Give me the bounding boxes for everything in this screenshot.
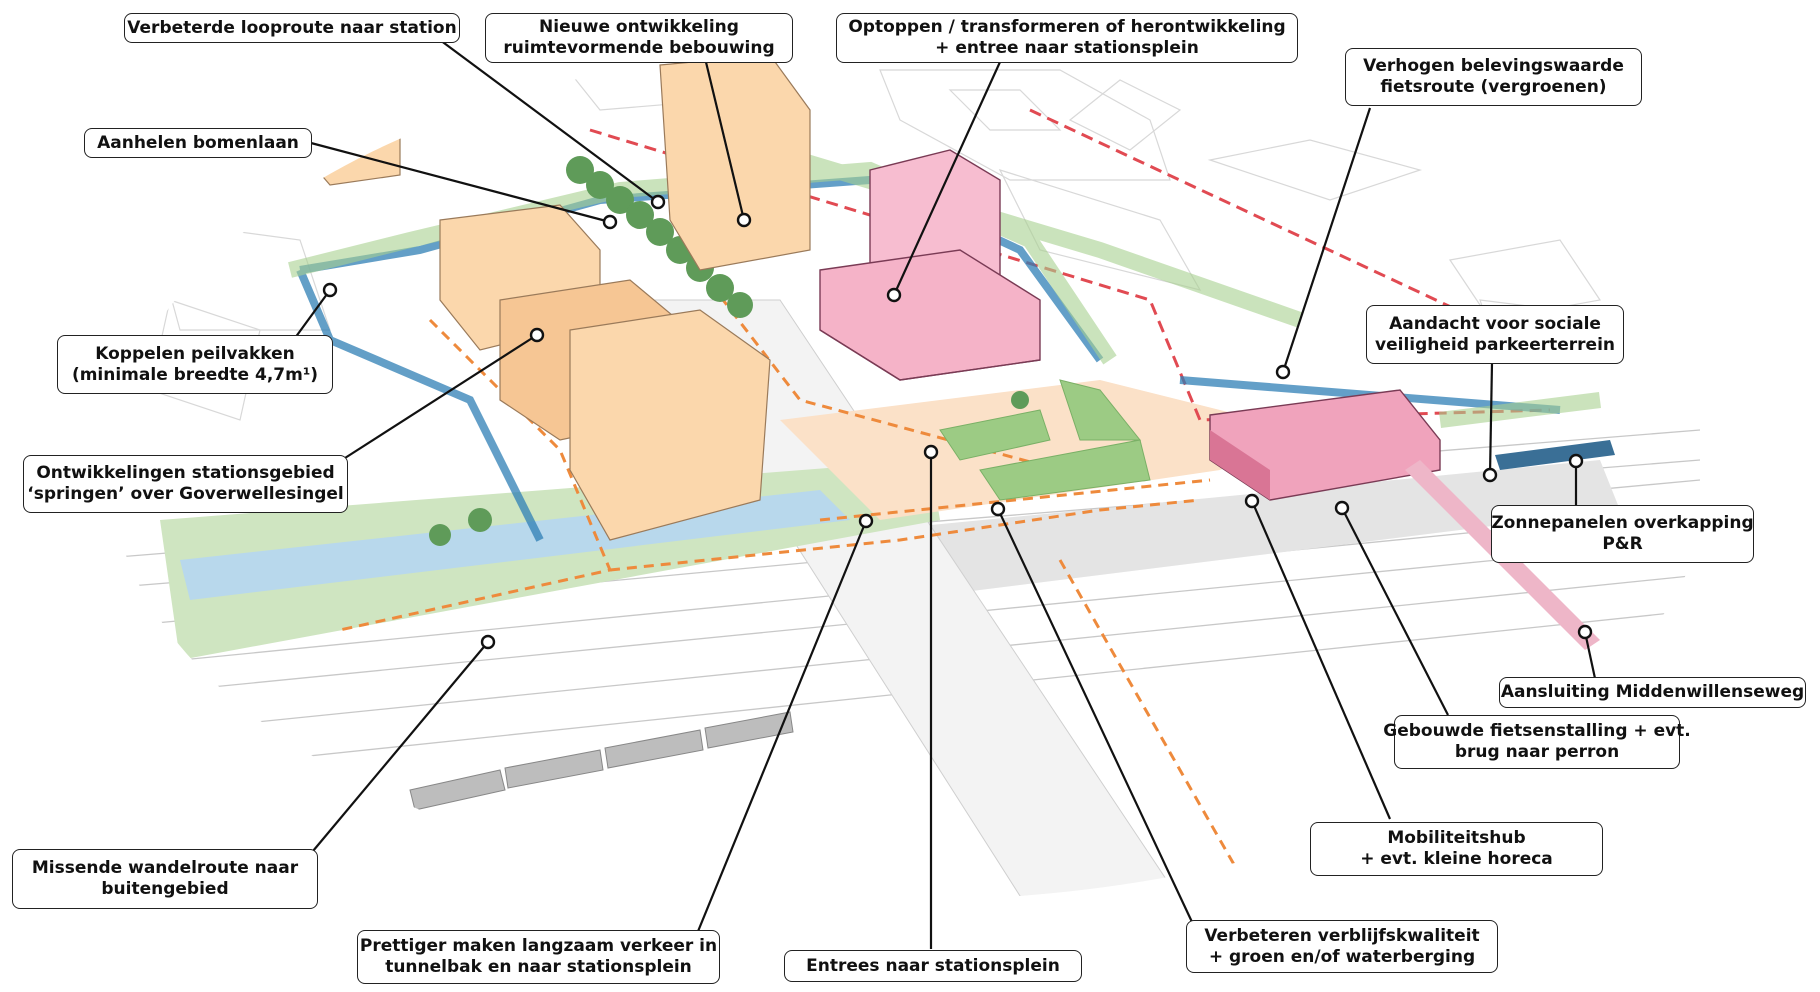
callout-line: ‘springen’ over Goverwellesingel bbox=[27, 484, 344, 504]
callout-line: ruimtevormende bebouwing bbox=[503, 38, 775, 58]
train bbox=[409, 711, 794, 811]
callout-line: Mobiliteitshub bbox=[1387, 828, 1526, 848]
callout-line: Aandacht voor sociale bbox=[1389, 313, 1601, 334]
callout-points bbox=[322, 194, 1593, 650]
callout-line: + entree naar stationsplein bbox=[935, 38, 1199, 58]
callout-entrees-stationsplein: Entrees naar stationsplein bbox=[784, 950, 1082, 982]
callout-line: Aanhelen bomenlaan bbox=[97, 132, 299, 153]
callout-line: + groen en/of waterberging bbox=[1208, 946, 1476, 967]
callout-aansluiting-middenwillenseweg: Aansluiting Middenwillenseweg bbox=[1499, 677, 1806, 708]
callout-line: Optoppen / transformeren of herontwikkel… bbox=[848, 17, 1286, 37]
callout-line: Zonnepanelen overkapping bbox=[1491, 513, 1754, 533]
callout-line: veiligheid parkeerterrein bbox=[1375, 334, 1616, 355]
callout-line: Prettiger maken langzaam verkeer in bbox=[359, 936, 718, 956]
callout-line: brug naar perron bbox=[1454, 742, 1620, 762]
callout-koppelen-peilvakken: Koppelen peilvakken (minimale breedte 4,… bbox=[57, 335, 333, 394]
callout-missende-wandelroute: Missende wandelroute naar buitengebied bbox=[12, 849, 318, 909]
callout-line: P&R bbox=[1602, 534, 1643, 554]
callout-line: buitengebied bbox=[101, 879, 229, 899]
callout-zonnepanelen: Zonnepanelen overkapping P&R bbox=[1491, 505, 1754, 563]
callout-line: (minimale breedte 4,7m¹) bbox=[71, 364, 319, 385]
callout-line: Aansluiting Middenwillenseweg bbox=[1500, 682, 1805, 702]
callout-line: Ontwikkelingen stationsgebied bbox=[36, 463, 335, 483]
callout-verblijfskwaliteit: Verbeteren verblijfskwaliteit + groen en… bbox=[1186, 920, 1498, 973]
callout-optoppen: Optoppen / transformeren of herontwikkel… bbox=[836, 13, 1298, 63]
callout-line: Verbeterde looproute naar station bbox=[127, 17, 457, 38]
callout-line: Entrees naar stationsplein bbox=[806, 955, 1060, 976]
callout-aanhelen-bomenlaan: Aanhelen bomenlaan bbox=[84, 128, 312, 158]
callout-langzaam-verkeer: Prettiger maken langzaam verkeer in tunn… bbox=[357, 930, 720, 984]
callout-verbeterde-looproute: Verbeterde looproute naar station bbox=[124, 13, 460, 43]
callout-line: tunnelbak en naar stationsplein bbox=[385, 957, 692, 977]
callout-ontwikkelingen-stationsgebied: Ontwikkelingen stationsgebied ‘springen’… bbox=[23, 455, 348, 513]
callout-line: Koppelen peilvakken bbox=[95, 343, 295, 364]
callout-verhogen-belevingswaarde: Verhogen belevingswaarde fietsroute (ver… bbox=[1345, 48, 1642, 106]
leader-lines bbox=[294, 39, 1598, 949]
callout-nieuwe-ontwikkeling: Nieuwe ontwikkeling ruimtevormende bebou… bbox=[485, 13, 793, 63]
callout-line: Verhogen belevingswaarde bbox=[1363, 56, 1624, 76]
callout-line: Verbeteren verblijfskwaliteit bbox=[1204, 925, 1480, 946]
callout-sociale-veiligheid: Aandacht voor sociale veiligheid parkeer… bbox=[1366, 305, 1624, 364]
callout-line: Missende wandelroute naar bbox=[31, 858, 299, 878]
callout-line: Nieuwe ontwikkeling bbox=[539, 17, 739, 37]
callout-line: fietsroute (vergroenen) bbox=[1380, 77, 1607, 97]
callout-line: Gebouwde fietsenstalling + evt. bbox=[1383, 721, 1691, 741]
pink-tower bbox=[819, 149, 1041, 381]
callout-line: + evt. kleine horeca bbox=[1360, 849, 1553, 869]
callout-mobiliteitshub: Mobiliteitshub + evt. kleine horeca bbox=[1310, 822, 1603, 876]
callout-gebouwde-fietsenstalling: Gebouwde fietsenstalling + evt. brug naa… bbox=[1383, 715, 1691, 769]
